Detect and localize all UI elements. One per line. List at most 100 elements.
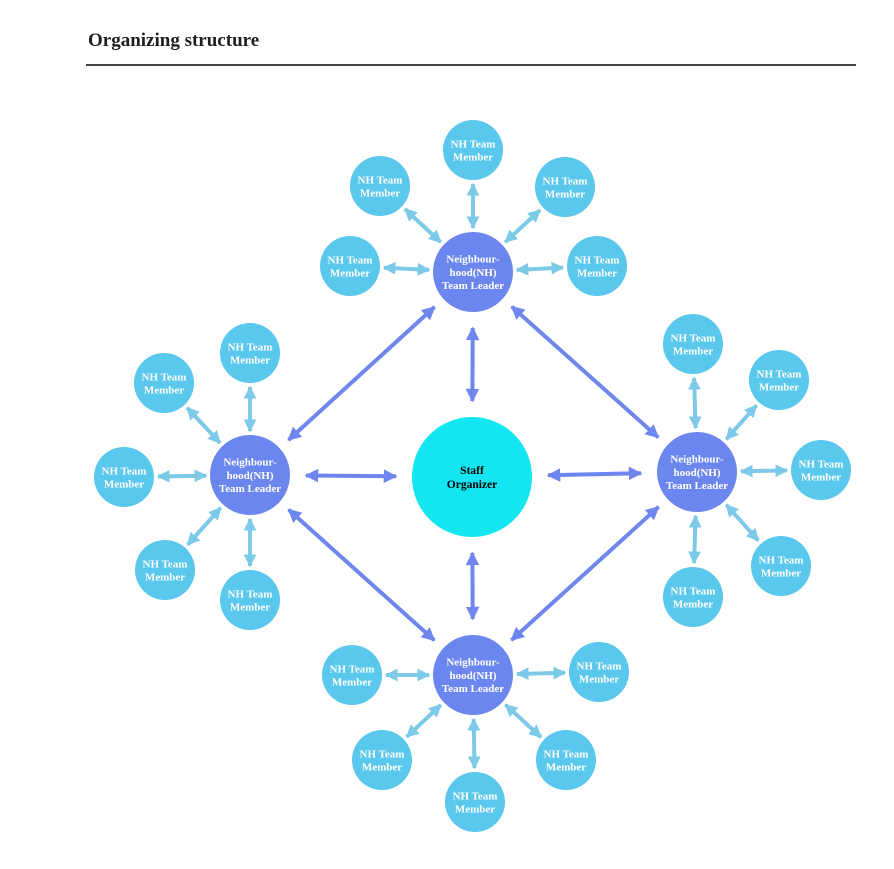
team-member-node-circle <box>352 730 412 790</box>
team-member-node-circle <box>791 440 851 500</box>
team-member-node-label-line: NH Team <box>575 254 620 266</box>
team-member-node-label-line: NH Team <box>358 174 403 186</box>
member-leader-arrow <box>405 703 443 739</box>
page-heading: Organizing structure <box>88 30 260 51</box>
team-member-node-label-line: NH Team <box>228 588 273 600</box>
team-leader-node-label-line: hood(NH) <box>449 670 496 682</box>
team-member-node-circle <box>94 447 154 507</box>
member-leader-arrow <box>724 404 758 441</box>
member-leader-arrow <box>739 464 789 478</box>
team-member-node-label-line: NH Team <box>451 138 496 150</box>
leader-center-arrow <box>546 466 643 482</box>
team-member-node-circle <box>536 730 596 790</box>
team-leader-node-label-line: Team Leader <box>442 683 504 695</box>
team-leader-node: Neighbour-hood(NH)Team Leader <box>433 232 513 312</box>
staff-organizer-node-label-line: Staff <box>460 465 484 477</box>
team-member-node-circle <box>567 236 627 296</box>
team-leader-node-label-line: hood(NH) <box>673 467 720 479</box>
team-member-node-label-line: NH Team <box>360 748 405 760</box>
team-leader-node-circle <box>210 435 290 515</box>
team-member-node-label-line: NH Team <box>453 790 498 802</box>
team-member-node-label-line: NH Team <box>577 660 622 672</box>
team-member-node-label-line: Member <box>332 677 372 689</box>
member-leader-arrow <box>186 506 223 547</box>
team-member-node-label-line: NH Team <box>143 558 188 570</box>
member-leader-arrow <box>467 717 481 770</box>
team-leader-node: Neighbour-hood(NH)Team Leader <box>210 435 290 515</box>
heading-rule <box>86 64 856 66</box>
team-member-node-label-line: Member <box>579 674 619 686</box>
team-member-node-circle <box>320 236 380 296</box>
team-leader-node-label-line: Neighbour- <box>446 254 500 266</box>
team-member-node-circle <box>135 540 195 600</box>
team-leader-node-label-line: hood(NH) <box>449 267 496 279</box>
team-leader-node-label-line: Neighbour- <box>670 454 724 466</box>
team-member-node-label-line: Member <box>362 762 402 774</box>
team-member-node-label-line: Member <box>144 384 184 396</box>
team-member-node-label-line: Member <box>801 471 841 483</box>
team-member-node-circle <box>322 645 382 705</box>
team-member-node-label-line: Member <box>230 354 270 366</box>
staff-organizer-node-label-line: Organizer <box>447 479 497 491</box>
team-member-node-circle <box>350 156 410 216</box>
team-member-node-label-line: NH Team <box>671 585 716 597</box>
leader-center-arrow <box>304 468 398 483</box>
team-leader-node-label-line: Team Leader <box>219 483 281 495</box>
team-member-node-circle <box>220 323 280 383</box>
member-leader-arrow <box>504 703 543 739</box>
member-leader-arrow <box>515 261 565 276</box>
team-member-node-circle <box>751 536 811 596</box>
team-member-node-label-line: Member <box>330 267 370 279</box>
team-member-node-label-line: NH Team <box>142 371 187 383</box>
team-member-node-label-line: NH Team <box>228 341 273 353</box>
team-leader-node: Neighbour-hood(NH)Team Leader <box>433 635 513 715</box>
team-member-node-label-line: NH Team <box>671 332 716 344</box>
team-member-node-label-line: NH Team <box>330 663 375 675</box>
team-leader-node-circle <box>657 432 737 512</box>
member-leader-arrow <box>688 376 702 430</box>
team-member-node-circle <box>749 350 809 410</box>
team-member-node-circle <box>569 642 629 702</box>
team-leader-node-circle <box>433 232 513 312</box>
team-leader-node: Neighbour-hood(NH)Team Leader <box>657 432 737 512</box>
team-member-node-label-line: NH Team <box>544 748 589 760</box>
leader-leader-arrow <box>510 505 660 642</box>
team-member-node-label-line: Member <box>360 187 400 199</box>
team-member-node-label-line: Member <box>545 188 585 200</box>
team-leader-node-label-line: Team Leader <box>666 480 728 492</box>
team-leader-node-label-line: Neighbour- <box>446 657 500 669</box>
team-member-node-label-line: NH Team <box>543 175 588 187</box>
team-member-node-label-line: NH Team <box>799 458 844 470</box>
team-member-node-label-line: Member <box>453 151 493 163</box>
member-leader-arrow <box>185 406 222 445</box>
team-member-node-label-line: NH Team <box>102 465 147 477</box>
team-member-node-circle <box>445 772 505 832</box>
leader-leader-arrow <box>287 508 436 642</box>
team-member-node-label-line: NH Team <box>757 368 802 380</box>
leader-leader-arrow <box>287 305 436 442</box>
team-leader-node-circle <box>433 635 513 715</box>
team-leader-node-label-line: hood(NH) <box>226 470 273 482</box>
team-member-node-label-line: Member <box>145 572 185 584</box>
member-leader-arrow <box>156 469 208 483</box>
team-member-node-circle <box>663 567 723 627</box>
team-member-node-circle <box>220 570 280 630</box>
team-leader-node-label-line: Team Leader <box>442 280 504 292</box>
